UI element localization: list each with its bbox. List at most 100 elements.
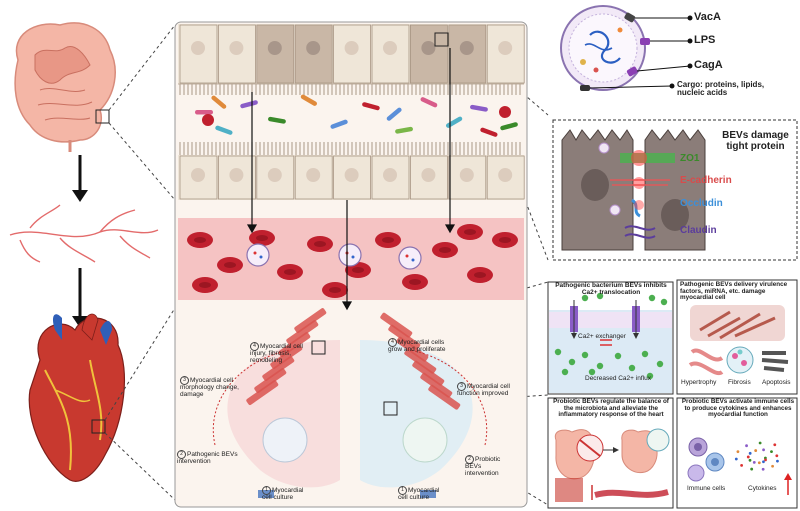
bacterium	[500, 122, 518, 131]
label-zo1: ZO1	[680, 153, 700, 164]
microbiota-title: Probiotic BEVs regulate the balance of t…	[553, 398, 669, 419]
red-blood-cell-center	[382, 237, 394, 243]
label-occludin: Occludin	[680, 198, 723, 209]
bacterium	[195, 110, 213, 115]
cytokine-dot	[775, 454, 779, 458]
bacterium	[211, 95, 227, 109]
translocation-arrows	[246, 48, 456, 311]
cell-nucleus	[306, 41, 321, 55]
cell-nucleus	[267, 41, 282, 55]
cytokine-dot	[754, 449, 758, 452]
muscle-fiber	[380, 312, 413, 338]
muscle-fiber	[278, 332, 311, 357]
cytokine-dot	[748, 458, 752, 462]
label-lps: LPS	[694, 34, 716, 46]
blood-vessels-illustration	[9, 204, 159, 263]
cytokine-dot	[771, 464, 774, 468]
arrow-intestine-to-vessels	[72, 155, 88, 202]
microvilli-bottom	[179, 142, 521, 155]
bacterium	[215, 125, 233, 135]
calcium-ion	[660, 298, 668, 306]
label-apoptosis: Apoptosis	[762, 379, 791, 386]
cytokine-dot	[748, 451, 752, 455]
bacterium	[202, 114, 214, 126]
red-blood-cell-center	[329, 287, 341, 293]
cytokine-dot	[762, 460, 765, 464]
myocardial-cycle	[212, 308, 488, 498]
label-fibrosis: Fibrosis	[728, 379, 751, 386]
red-blood-cell-center	[194, 237, 206, 243]
bacterium	[330, 119, 348, 129]
calcium-ion	[581, 294, 589, 302]
cytokine-dot	[750, 467, 754, 471]
red-blood-cell-center	[224, 262, 236, 268]
cytokine-dot	[758, 441, 762, 445]
bacterium	[420, 97, 438, 108]
cell-nucleus	[498, 41, 513, 55]
immune-panel	[676, 397, 798, 509]
cytokine-dot	[734, 457, 738, 461]
center-column	[174, 21, 528, 508]
bacterium	[480, 127, 498, 137]
muscle-fiber	[404, 348, 437, 374]
vesicle	[338, 243, 362, 267]
red-blood-cell-center	[464, 229, 476, 235]
red-blood-cell-center	[439, 247, 451, 253]
cytokine-dot	[752, 460, 756, 464]
bacterium	[386, 107, 402, 121]
heart-illustration	[28, 313, 126, 482]
muscle-fiber	[270, 344, 303, 369]
bacterium	[240, 100, 258, 109]
tight-junction-panel	[552, 119, 798, 261]
virulence-panel	[676, 279, 798, 395]
bacterial-vesicle	[560, 5, 693, 91]
label-immune-cells: Immune cells	[687, 485, 726, 492]
red-blood-cell-center	[256, 235, 268, 241]
vesicle-cargo	[411, 258, 415, 262]
bacterium	[362, 102, 380, 111]
calcium-ion	[596, 362, 604, 370]
red-blood-cell-center	[352, 267, 364, 273]
cell-nucleus	[421, 41, 436, 55]
cell-nucleus	[383, 168, 397, 182]
red-blood-cell-center	[409, 279, 421, 285]
vesicle	[398, 246, 422, 270]
calcium-ion	[614, 352, 622, 360]
cell-nucleus	[459, 41, 474, 55]
bacterium	[470, 104, 488, 112]
calcium-ion	[646, 372, 654, 380]
blood-vessel-strip	[178, 218, 524, 300]
arrow-vessels-to-heart	[72, 268, 88, 328]
cytokine-dot	[736, 450, 740, 454]
calcium-panel	[547, 281, 674, 395]
cell-nucleus	[191, 41, 205, 55]
bacterium	[268, 116, 286, 124]
vesicle-cargo	[351, 255, 355, 259]
muscle-fiber	[294, 308, 327, 333]
calcium-ion	[588, 368, 596, 376]
label-hypertrophy: Hypertrophy	[681, 379, 717, 386]
calcium-ion	[648, 294, 656, 302]
label-claudin: Claudin	[680, 225, 717, 236]
label-ca-exchanger: Ca2+ exchanger	[578, 333, 626, 340]
calcium-ion	[628, 364, 636, 372]
muscle-fiber	[388, 324, 421, 350]
muscle-fiber	[286, 320, 319, 345]
cell-nucleus	[229, 168, 244, 182]
calcium-ion	[581, 351, 589, 359]
red-blood-cell-center	[474, 272, 486, 278]
cytokine-dot	[740, 463, 744, 467]
cell-nucleus	[344, 41, 359, 55]
calcium-ion	[641, 350, 649, 358]
cell-nucleus	[267, 168, 282, 182]
label-cytokines: Cytokines	[748, 485, 777, 492]
label-cargo: Cargo: proteins, lipids, nucleic acids	[677, 80, 765, 98]
cytokine-dot	[764, 458, 767, 462]
vesicle-cargo	[253, 251, 257, 255]
